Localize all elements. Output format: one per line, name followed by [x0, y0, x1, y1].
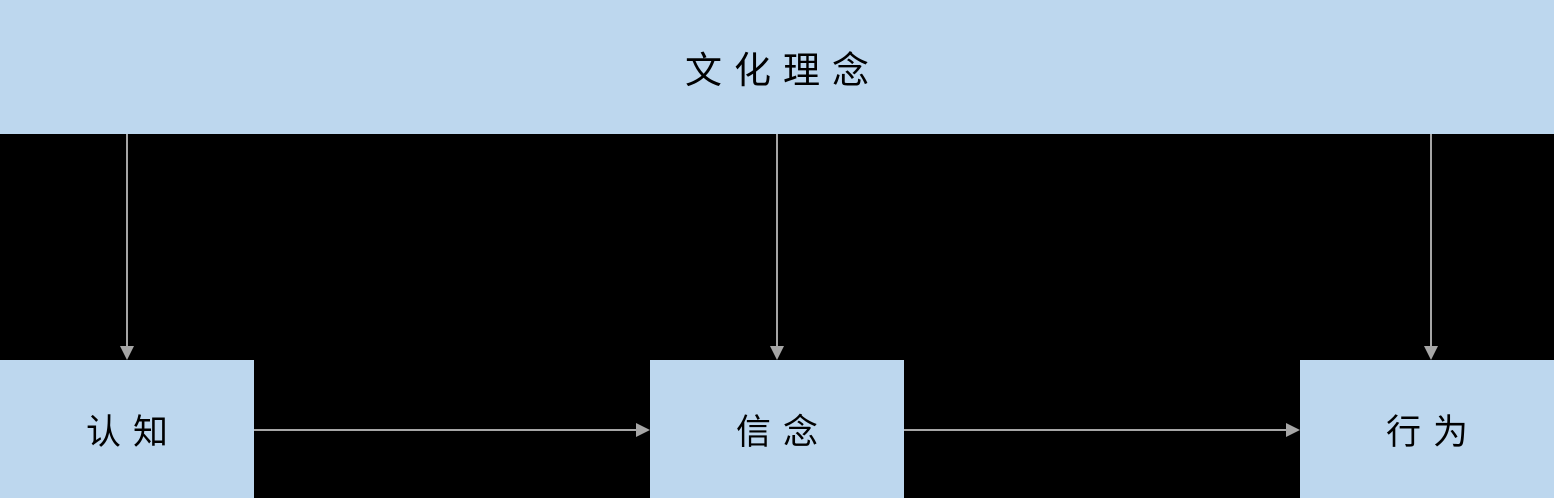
node-behavior-label: 行为 [1385, 412, 1480, 452]
arrow-belief-to-behavior [904, 423, 1300, 437]
arrow-culture-to-belief [770, 134, 784, 360]
title-bar-label: 文化理念 [685, 50, 881, 91]
arrow-cognition-to-belief [254, 423, 650, 437]
node-behavior: 行为 [1300, 360, 1554, 498]
arrow-culture-to-behavior [1424, 134, 1438, 360]
arrow-culture-to-cognition [120, 134, 134, 360]
node-belief-label: 信念 [735, 412, 830, 452]
node-cognition-label: 认知 [85, 412, 180, 452]
node-cognition: 认知 [0, 360, 254, 498]
title-bar-culture-concept: 文化理念 [0, 0, 1554, 134]
node-belief: 信念 [650, 360, 904, 498]
